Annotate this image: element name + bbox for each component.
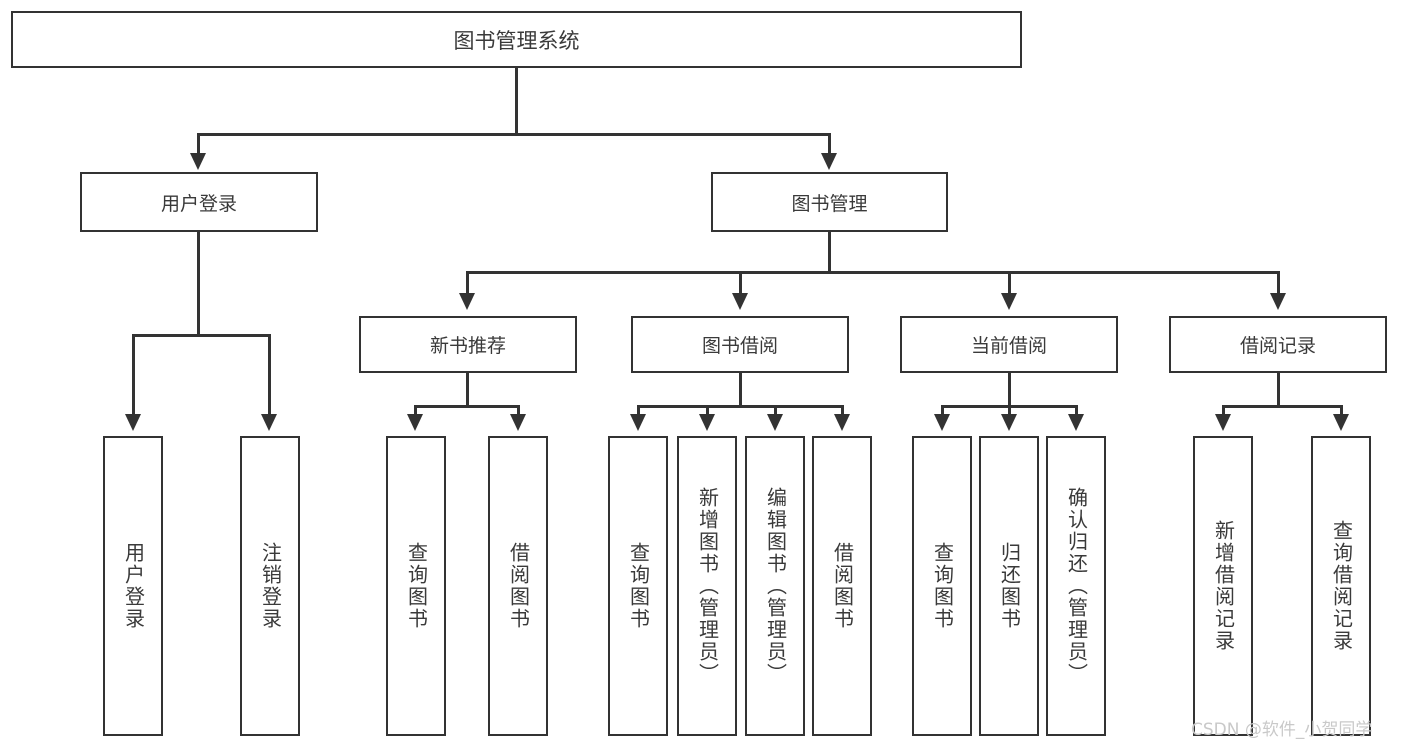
arrow-book-borrow-leaf-3 bbox=[767, 414, 783, 431]
edge-new-book-stem bbox=[466, 373, 469, 407]
arrow-current-borrow-leaf-1 bbox=[934, 414, 950, 431]
node-current-borrow[interactable]: 当前借阅 bbox=[900, 316, 1118, 373]
edge-new-book-bar bbox=[414, 405, 520, 408]
arrow-to-borrow-record bbox=[1270, 293, 1286, 310]
edge-user-login-to-leaf-2 bbox=[268, 334, 271, 416]
edge-current-borrow-leaf-1 bbox=[941, 405, 944, 417]
edge-to-new-book bbox=[466, 271, 469, 295]
edge-to-book-borrow bbox=[739, 271, 742, 295]
node-label: 用户登录 bbox=[160, 192, 237, 215]
arrow-to-leaf-user-login bbox=[125, 414, 141, 431]
edge-current-borrow-leaf-2 bbox=[1008, 405, 1011, 417]
edge-root-to-book-manage bbox=[828, 133, 831, 155]
node-label: 借阅记录 bbox=[1239, 335, 1316, 357]
leaf-query-book-borrow[interactable]: 查询图书 bbox=[608, 436, 668, 736]
edge-root-to-user-login bbox=[197, 133, 200, 155]
leaf-label: 确认归还（管理员） bbox=[1064, 487, 1089, 685]
edge-new-book-leaf-1 bbox=[414, 405, 417, 417]
arrow-current-borrow-leaf-2 bbox=[1001, 414, 1017, 431]
leaf-label: 借阅图书 bbox=[506, 542, 531, 630]
node-borrow-record[interactable]: 借阅记录 bbox=[1169, 316, 1387, 373]
leaf-add-borrow-record[interactable]: 新增借阅记录 bbox=[1193, 436, 1253, 736]
leaf-label: 新增借阅记录 bbox=[1211, 520, 1236, 652]
leaf-label: 查询图书 bbox=[626, 542, 651, 630]
leaf-label: 查询图书 bbox=[404, 542, 429, 630]
leaf-query-borrow-record[interactable]: 查询借阅记录 bbox=[1311, 436, 1371, 736]
edge-book-borrow-leaf-1 bbox=[637, 405, 640, 417]
edge-current-borrow-stem bbox=[1008, 373, 1011, 407]
edge-book-borrow-leaf-4 bbox=[841, 405, 844, 417]
leaf-label: 归还图书 bbox=[997, 542, 1022, 630]
arrow-to-book-manage bbox=[821, 153, 837, 170]
arrow-to-new-book bbox=[459, 293, 475, 310]
node-label: 图书借阅 bbox=[701, 335, 778, 357]
edge-book-borrow-leaf-3 bbox=[774, 405, 777, 417]
arrow-book-borrow-leaf-2 bbox=[699, 414, 715, 431]
edge-to-borrow-record bbox=[1277, 271, 1280, 295]
edge-to-current-borrow bbox=[1008, 271, 1011, 295]
leaf-label: 注销登录 bbox=[258, 542, 283, 630]
edge-book-manage-stem bbox=[828, 232, 831, 274]
node-book-borrow[interactable]: 图书借阅 bbox=[631, 316, 849, 373]
node-new-book-recommend[interactable]: 新书推荐 bbox=[359, 316, 577, 373]
leaf-borrow-book-recommend[interactable]: 借阅图书 bbox=[488, 436, 548, 736]
leaf-query-book-recommend[interactable]: 查询图书 bbox=[386, 436, 446, 736]
leaf-label: 借阅图书 bbox=[830, 542, 855, 630]
edge-book-borrow-stem bbox=[739, 373, 742, 407]
node-book-management[interactable]: 图书管理 bbox=[711, 172, 948, 232]
leaf-query-book-current[interactable]: 查询图书 bbox=[912, 436, 972, 736]
node-user-login[interactable]: 用户登录 bbox=[80, 172, 318, 232]
node-label: 新书推荐 bbox=[429, 335, 506, 357]
arrow-to-leaf-logout bbox=[261, 414, 277, 431]
edge-user-login-stem bbox=[197, 232, 200, 336]
leaf-edit-book-admin[interactable]: 编辑图书（管理员） bbox=[745, 436, 805, 736]
arrow-to-book-borrow bbox=[732, 293, 748, 310]
arrow-to-user-login bbox=[190, 153, 206, 170]
edge-root-bar bbox=[197, 133, 831, 136]
leaf-label: 编辑图书（管理员） bbox=[763, 487, 788, 685]
edge-user-login-to-leaf-1 bbox=[132, 334, 135, 416]
leaf-add-book-admin[interactable]: 新增图书（管理员） bbox=[677, 436, 737, 736]
arrow-new-book-leaf-1 bbox=[407, 414, 423, 431]
edge-borrow-record-leaf-2 bbox=[1340, 405, 1343, 417]
node-label: 图书管理 bbox=[791, 192, 868, 215]
arrow-book-borrow-leaf-1 bbox=[630, 414, 646, 431]
watermark-csdn: CSDN @软件_小贺同学 bbox=[1191, 720, 1373, 740]
leaf-label: 用户登录 bbox=[121, 542, 146, 630]
leaf-label: 新增图书（管理员） bbox=[695, 487, 720, 685]
arrow-borrow-record-leaf-2 bbox=[1333, 414, 1349, 431]
arrow-to-current-borrow bbox=[1001, 293, 1017, 310]
edge-book-borrow-bar bbox=[637, 405, 844, 408]
node-label: 图书管理系统 bbox=[453, 28, 580, 53]
edge-borrow-record-stem bbox=[1277, 373, 1280, 407]
leaf-return-book[interactable]: 归还图书 bbox=[979, 436, 1039, 736]
arrow-new-book-leaf-2 bbox=[510, 414, 526, 431]
arrow-borrow-record-leaf-1 bbox=[1215, 414, 1231, 431]
node-root-system[interactable]: 图书管理系统 bbox=[11, 11, 1022, 68]
edge-book-manage-bar bbox=[466, 271, 1278, 274]
leaf-label: 查询借阅记录 bbox=[1329, 520, 1354, 652]
edge-borrow-record-bar bbox=[1222, 405, 1342, 408]
edge-borrow-record-leaf-1 bbox=[1222, 405, 1225, 417]
edge-user-login-bar bbox=[132, 334, 270, 337]
edge-book-borrow-leaf-2 bbox=[706, 405, 709, 417]
leaf-logout[interactable]: 注销登录 bbox=[240, 436, 300, 736]
edge-new-book-leaf-2 bbox=[517, 405, 520, 417]
leaf-user-login[interactable]: 用户登录 bbox=[103, 436, 163, 736]
node-label: 当前借阅 bbox=[970, 335, 1047, 357]
arrow-current-borrow-leaf-3 bbox=[1068, 414, 1084, 431]
leaf-confirm-return-admin[interactable]: 确认归还（管理员） bbox=[1046, 436, 1106, 736]
edge-root-stem bbox=[515, 68, 518, 135]
leaf-borrow-book[interactable]: 借阅图书 bbox=[812, 436, 872, 736]
edge-current-borrow-leaf-3 bbox=[1075, 405, 1078, 417]
arrow-book-borrow-leaf-4 bbox=[834, 414, 850, 431]
leaf-label: 查询图书 bbox=[930, 542, 955, 630]
